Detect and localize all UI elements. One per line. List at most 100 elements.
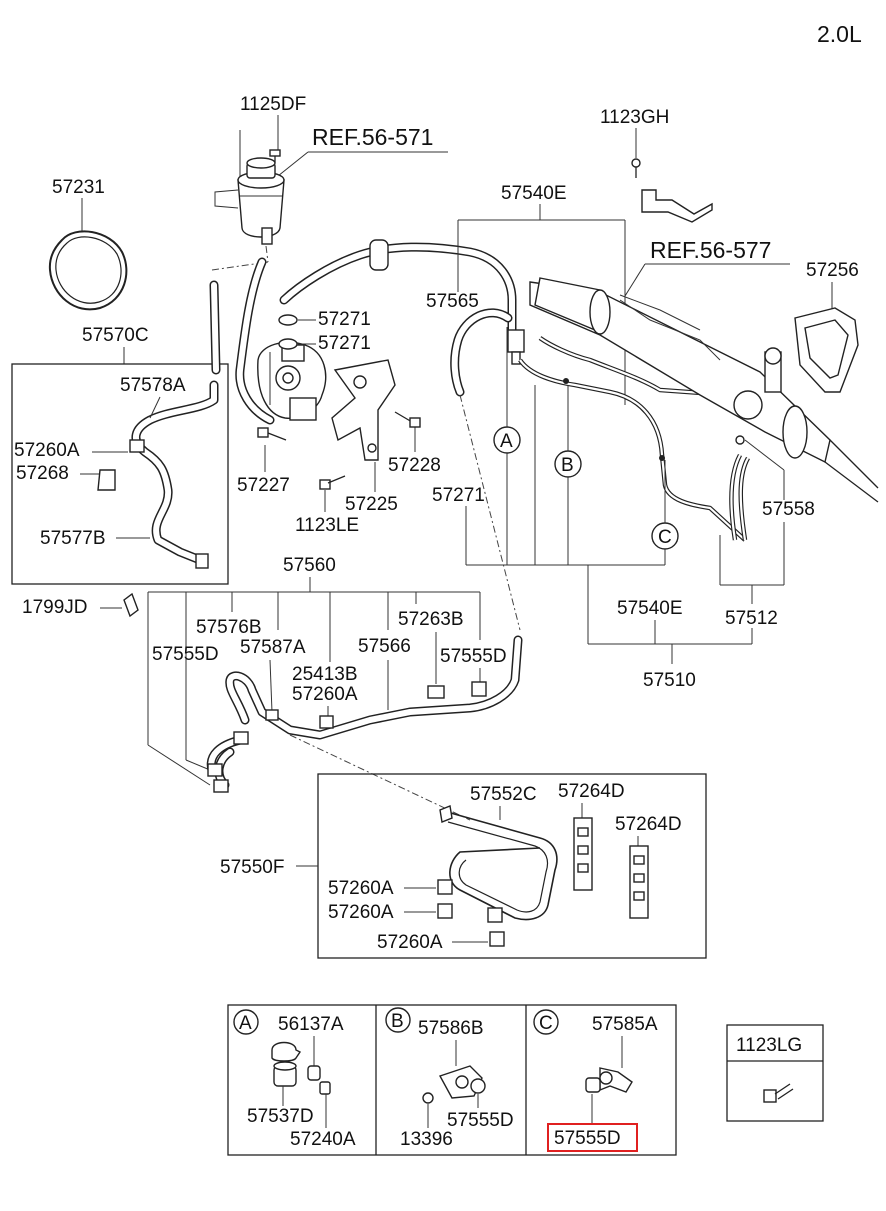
detail-c-letter: C [533,1009,559,1035]
detail-b-part-13396[interactable]: 13396 [400,1129,453,1150]
bracket-1123GH [641,189,713,223]
svg-text:C: C [539,1013,553,1034]
svg-text:B: B [561,455,574,476]
o-ring-gear [735,435,745,445]
detail-b-part-57586B[interactable]: 57586B [418,1018,484,1039]
bracket-57268 [97,469,116,491]
part-57260A-1[interactable]: 57260A [14,440,80,461]
part-57227[interactable]: 57227 [237,475,290,496]
part-57552C[interactable]: 57552C [470,784,537,805]
part-57268[interactable]: 57268 [16,463,69,484]
part-57565[interactable]: 57565 [426,291,479,312]
pump-bracket [331,359,396,461]
part-57540E-bottom[interactable]: 57540E [617,598,683,619]
detail-c-part-57585A[interactable]: 57585A [592,1014,658,1035]
part-57566[interactable]: 57566 [358,636,411,657]
bracket-57264D-1 [573,817,593,891]
detail-panel-frame [227,1004,677,1156]
part-57260A-4[interactable]: 57260A [328,902,394,923]
callout-a[interactable]: A [493,426,521,454]
clamp-57260A-2 [319,715,334,729]
detail-a-part-57240A[interactable]: 57240A [290,1129,356,1150]
detail-a-clamp [271,1041,331,1095]
part-57263B[interactable]: 57263B [398,609,464,630]
part-57256[interactable]: 57256 [806,260,859,281]
callout-b[interactable]: B [554,450,582,478]
part-57264D-1[interactable]: 57264D [558,781,625,802]
part-57512[interactable]: 57512 [725,608,778,629]
bolt-57227 [257,427,287,441]
part-57271-a[interactable]: 57271 [318,309,371,330]
clamp-lower-left [207,731,249,793]
part-57555D-2[interactable]: 57555D [440,646,507,667]
part-1125DF[interactable]: 1125DF [240,94,306,115]
ref-gear-label[interactable]: REF.56-577 [650,237,771,263]
detail-c-clamp [585,1067,633,1093]
steering-gear [529,277,879,503]
part-57576B[interactable]: 57576B [196,617,262,638]
part-57260A-5[interactable]: 57260A [377,932,443,953]
clamp-57260A-3 [437,879,453,895]
bolt-1123GH [631,158,641,178]
detail-b-part-57555D[interactable]: 57555D [447,1110,514,1131]
part-57540E-top[interactable]: 57540E [501,183,567,204]
clamp-57260A-extra [487,907,503,923]
fluid-reservoir [214,157,285,245]
part-57264D-2[interactable]: 57264D [615,814,682,835]
detail-c-highlight [547,1123,638,1152]
part-57228[interactable]: 57228 [388,455,441,476]
part-57587A[interactable]: 57587A [240,637,306,658]
part-57560[interactable]: 57560 [283,555,336,576]
dust-cover-57256 [794,307,859,393]
part-57510[interactable]: 57510 [643,670,696,691]
svg-text:A: A [239,1013,252,1034]
clamp-57587A [265,709,279,721]
clamp-57260A-5 [489,931,505,947]
hose-sleeve [369,239,389,271]
part-57570C[interactable]: 57570C [82,325,149,346]
engine-variant: 2.0L [817,21,862,47]
part-57260A-2[interactable]: 57260A [292,684,358,705]
clamp-57260A-4 [437,903,453,919]
clamp-57263B [427,685,445,699]
detail-lg-part-1123LG[interactable]: 1123LG [736,1035,802,1056]
detail-c-part-57555D[interactable]: 57555D [554,1128,621,1149]
hose-clamp-left [195,553,209,569]
part-57577B[interactable]: 57577B [40,528,106,549]
bolt-1123LE [319,475,346,490]
part-1123LE[interactable]: 1123LE [295,515,359,536]
part-1799JD[interactable]: 1799JD [22,597,88,618]
detail-a-letter: A [233,1009,259,1035]
svg-text:B: B [391,1011,404,1032]
part-57550F[interactable]: 57550F [220,857,284,878]
clip-1799JD [123,592,139,618]
assembly-box-57570C [11,363,229,585]
detail-lg-frame [726,1024,824,1122]
pressure-fitting [507,329,525,365]
ref-pump-label[interactable]: REF.56-571 [312,124,433,150]
o-ring-57271-a [278,314,298,326]
clamp-57555D-2 [471,681,487,697]
bolt-57228 [394,411,421,428]
detail-a-part-57537D[interactable]: 57537D [247,1106,314,1127]
part-57271-c[interactable]: 57271 [432,485,485,506]
part-25413B[interactable]: 25413B [292,664,358,685]
detail-a-part-56137A[interactable]: 56137A [278,1014,344,1035]
callout-c[interactable]: C [651,522,679,550]
clamp-57260A-1 [129,439,145,453]
bolt-1123LG [763,1083,794,1103]
part-57260A-3[interactable]: 57260A [328,878,394,899]
part-57578A[interactable]: 57578A [120,375,186,396]
svg-text:C: C [658,527,672,548]
part-57231[interactable]: 57231 [52,177,105,198]
part-57271-b[interactable]: 57271 [318,333,371,354]
svg-text:A: A [500,431,513,452]
part-1123GH[interactable]: 1123GH [600,107,669,128]
part-57558[interactable]: 57558 [762,499,815,520]
part-57225[interactable]: 57225 [345,494,398,515]
oil-cooler-57552C [439,805,558,921]
detail-b-letter: B [385,1007,411,1033]
drive-belt [48,230,128,311]
part-57555D-1[interactable]: 57555D [152,644,219,665]
